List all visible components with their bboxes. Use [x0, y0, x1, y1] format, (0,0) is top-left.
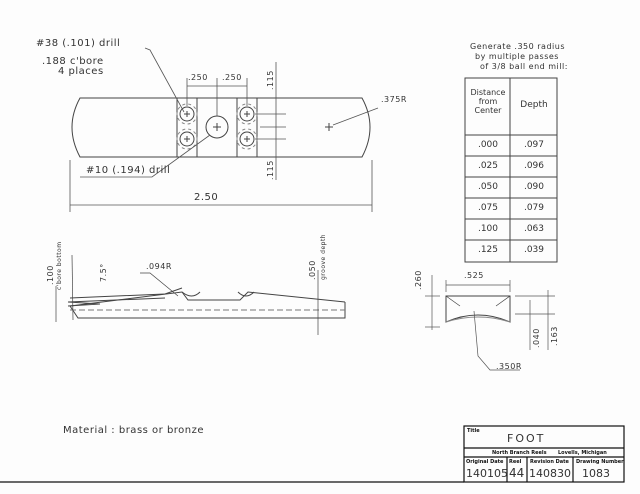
table-cell-distance: .050 [477, 182, 499, 192]
table-cell-depth: .079 [523, 203, 545, 213]
company-location: Lovells, Michigan [558, 450, 607, 456]
table-cell-depth: .039 [523, 245, 545, 255]
dim-spacing-right: .250 [222, 73, 242, 82]
cbore-note: .188 c'bore [42, 56, 104, 67]
reel-label: Reel [509, 459, 522, 465]
drawing-number: 1083 [582, 467, 610, 480]
end-view [425, 275, 555, 371]
table-note-2: by multiple passes [475, 52, 559, 61]
revision-date: 140830 [529, 467, 571, 480]
dim-width: .525 [464, 271, 484, 280]
drawing-title: FOOT [507, 432, 546, 445]
dim-groove-depth: .050 [308, 260, 317, 280]
dim-offset-bottom: .115 [266, 160, 275, 180]
original-date-label: Original Date [466, 459, 504, 465]
drill-10-note: #10 (.194) drill [86, 165, 171, 176]
title-label: Title [467, 428, 480, 434]
dim-height: .260 [414, 270, 423, 290]
original-date: 140105 [466, 467, 508, 480]
material-note: Material : brass or bronze [63, 425, 205, 436]
dim-angle: 7.5° [99, 263, 108, 282]
table-note-3: of 3/8 ball end mill: [480, 62, 568, 71]
table-cell-distance: .075 [477, 203, 499, 213]
title-block-grid [0, 425, 625, 483]
table-cell-distance: .025 [477, 161, 499, 171]
groove-depth-note: groove depth [320, 233, 327, 280]
table-cell-depth: .097 [523, 140, 545, 150]
reel-number: 44 [509, 466, 525, 480]
dim-radius: .350R [496, 362, 522, 371]
table-cell-distance: .000 [477, 140, 499, 150]
table-cell-distance: .100 [477, 224, 499, 234]
dim-spacing-left: .250 [188, 73, 208, 82]
table-cell-depth: .096 [523, 161, 545, 171]
drawing-number-label: Drawing Number [576, 459, 624, 465]
table-header-distance: Distance from Center [470, 88, 506, 115]
table-cell-depth: .090 [523, 182, 545, 192]
dim-fillet-radius: .094R [146, 262, 172, 271]
top-view-dimensions [69, 47, 379, 212]
side-view [55, 254, 346, 335]
cbore-bottom-note: c'bore bottom [56, 241, 63, 290]
company-name: North Branch Reels [492, 450, 547, 456]
table-cell-distance: .125 [477, 245, 499, 255]
dim-thin: .040 [532, 328, 541, 348]
table-header-depth: Depth [520, 100, 548, 110]
top-view-outline [71, 97, 371, 158]
places-note: 4 places [58, 66, 104, 77]
dim-end-radius: .375R [381, 95, 407, 104]
dim-cbore-bottom: .100 [46, 265, 55, 285]
dim-depth: .163 [550, 326, 559, 346]
revision-date-label: Revision Date [530, 459, 569, 465]
dim-offset-top: .115 [266, 70, 275, 90]
radius-table-grid [464, 77, 558, 263]
drill-38-note: #38 (.101) drill [36, 38, 121, 49]
dim-length: 2.50 [194, 192, 219, 203]
table-cell-depth: .063 [523, 224, 545, 234]
table-note-1: Generate .350 radius [470, 42, 565, 51]
